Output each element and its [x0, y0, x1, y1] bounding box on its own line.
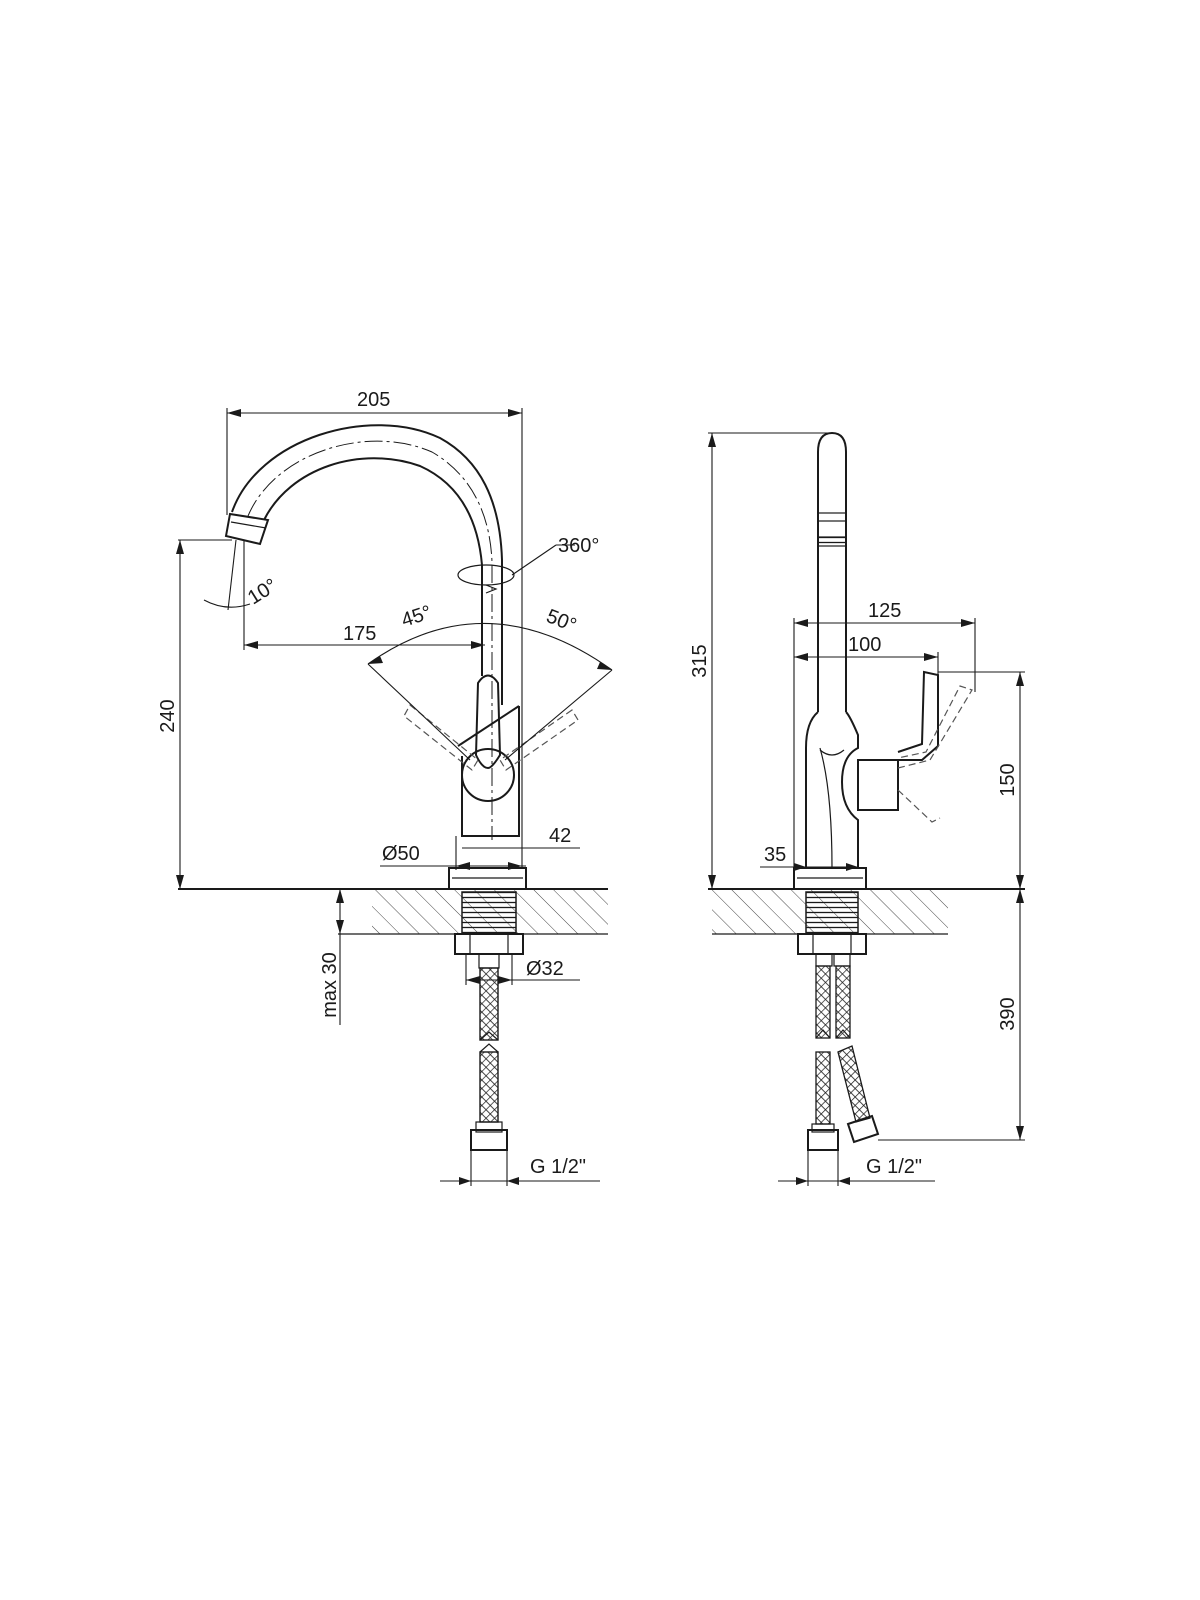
label-100: 100 — [848, 634, 881, 656]
label-315: 315 — [689, 644, 711, 677]
label-g12-side: G 1/2" — [866, 1156, 922, 1178]
side-body — [793, 670, 973, 890]
side-countertop — [708, 888, 1025, 935]
front-view: 205 240 10° 360° 175 45° 50° Ø50 42 Ø32 … — [157, 389, 613, 1186]
side-spout — [817, 431, 847, 712]
label-g12-front: G 1/2" — [530, 1156, 586, 1178]
front-dimensions — [176, 408, 613, 1186]
front-body — [403, 674, 579, 890]
label-45-deg: 45° — [399, 601, 435, 631]
side-view: 315 125 100 150 35 390 G 1/2" — [689, 431, 1025, 1186]
label-dia-32: Ø32 — [526, 958, 564, 980]
front-countertop — [178, 888, 608, 935]
label-175: 175 — [343, 623, 376, 645]
label-360-deg: 360° — [558, 535, 599, 557]
label-240: 240 — [157, 699, 179, 732]
side-dimensions — [708, 432, 1025, 1186]
label-150: 150 — [997, 763, 1019, 796]
label-dia-50: Ø50 — [382, 843, 420, 865]
front-spout — [224, 424, 515, 840]
label-max-30: max 30 — [319, 952, 341, 1018]
label-50-deg: 50° — [543, 605, 579, 637]
label-42: 42 — [549, 825, 571, 847]
side-mounting — [797, 891, 880, 1151]
label-125: 125 — [868, 600, 901, 622]
label-35: 35 — [764, 844, 786, 866]
front-mounting — [454, 891, 524, 1151]
label-390: 390 — [997, 997, 1019, 1030]
label-205: 205 — [357, 389, 390, 411]
